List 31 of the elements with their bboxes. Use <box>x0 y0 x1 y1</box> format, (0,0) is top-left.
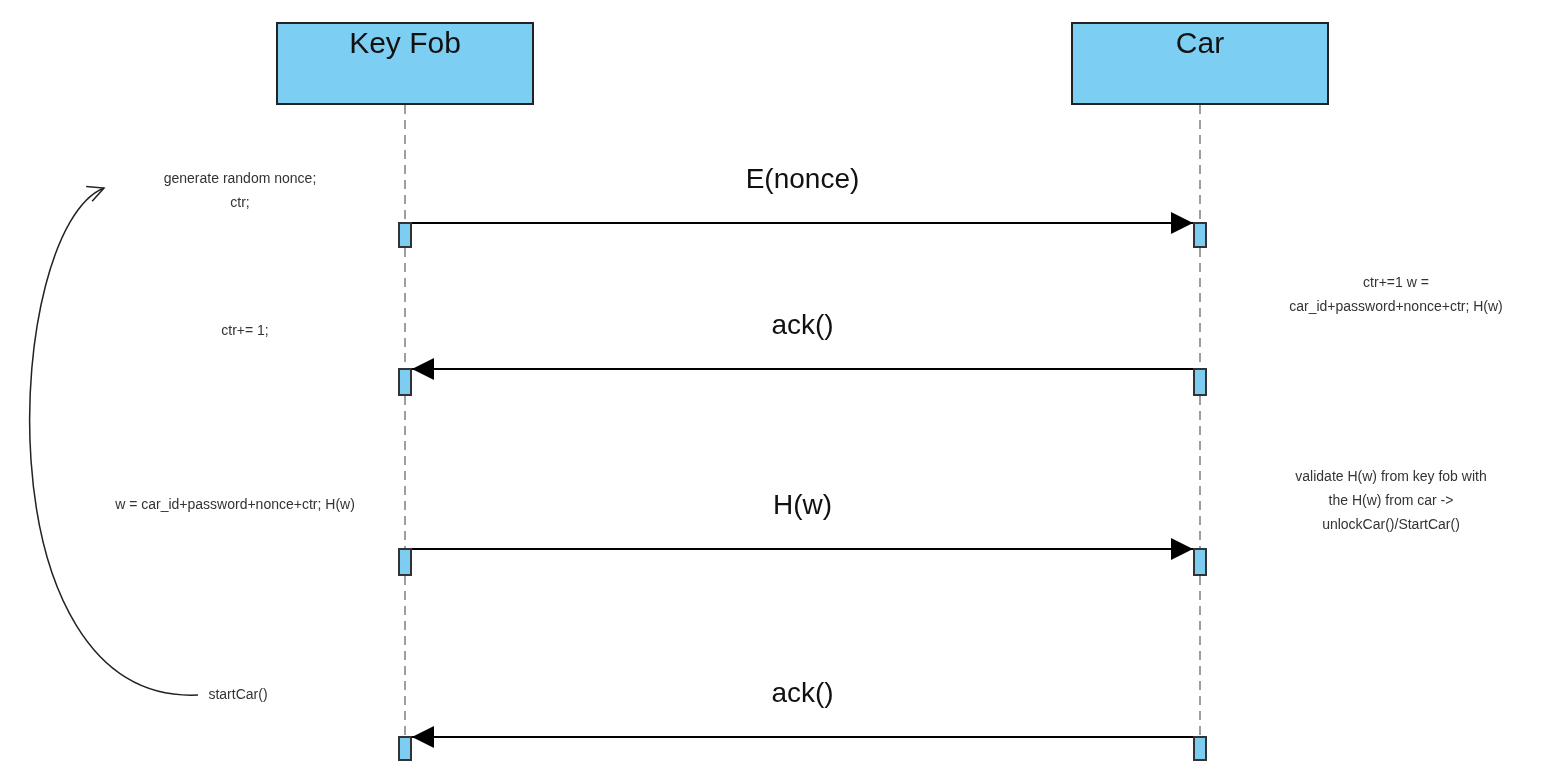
activation-bar <box>1193 222 1207 248</box>
message-arrow <box>411 538 1194 560</box>
note-text: generate random nonce; ctr; <box>104 166 376 218</box>
lifeline-head-box <box>1071 22 1329 105</box>
lifeline <box>404 395 406 549</box>
note-text: validate H(w) from key fob with the H(w) from car -> unlockCar()/StartCar() <box>1294 467 1488 534</box>
message-label: H(w) <box>772 491 833 519</box>
activation-bar <box>398 222 412 248</box>
activation-bar <box>398 548 412 576</box>
message-arrow <box>411 726 1194 748</box>
message-arrow <box>411 212 1194 234</box>
activation-bar <box>1193 548 1207 576</box>
lifeline <box>1199 395 1201 549</box>
lifeline <box>404 575 406 737</box>
loop-arrow <box>29 187 199 696</box>
message-arrow <box>411 358 1194 380</box>
message-label: ack() <box>771 679 834 707</box>
note-text: startCar() <box>196 682 280 708</box>
activation-bar <box>1193 736 1207 761</box>
activation-bar <box>1193 368 1207 396</box>
message-label: ack() <box>771 311 834 339</box>
message-label: E(nonce) <box>745 165 860 193</box>
note-text: ctr+=1 w = car_id+password+nonce+ctr; H(w) <box>1288 273 1504 316</box>
participant-name: Key Fob <box>349 25 461 61</box>
lifeline <box>1199 575 1201 737</box>
note-text: ctr+= 1; <box>220 321 270 340</box>
activation-bar <box>398 368 412 396</box>
activation-bar <box>398 736 412 761</box>
note-text: w = car_id+password+nonce+ctr; H(w) <box>114 495 356 514</box>
participant-name: Car <box>1175 25 1225 61</box>
lifeline-head-box <box>276 22 534 105</box>
